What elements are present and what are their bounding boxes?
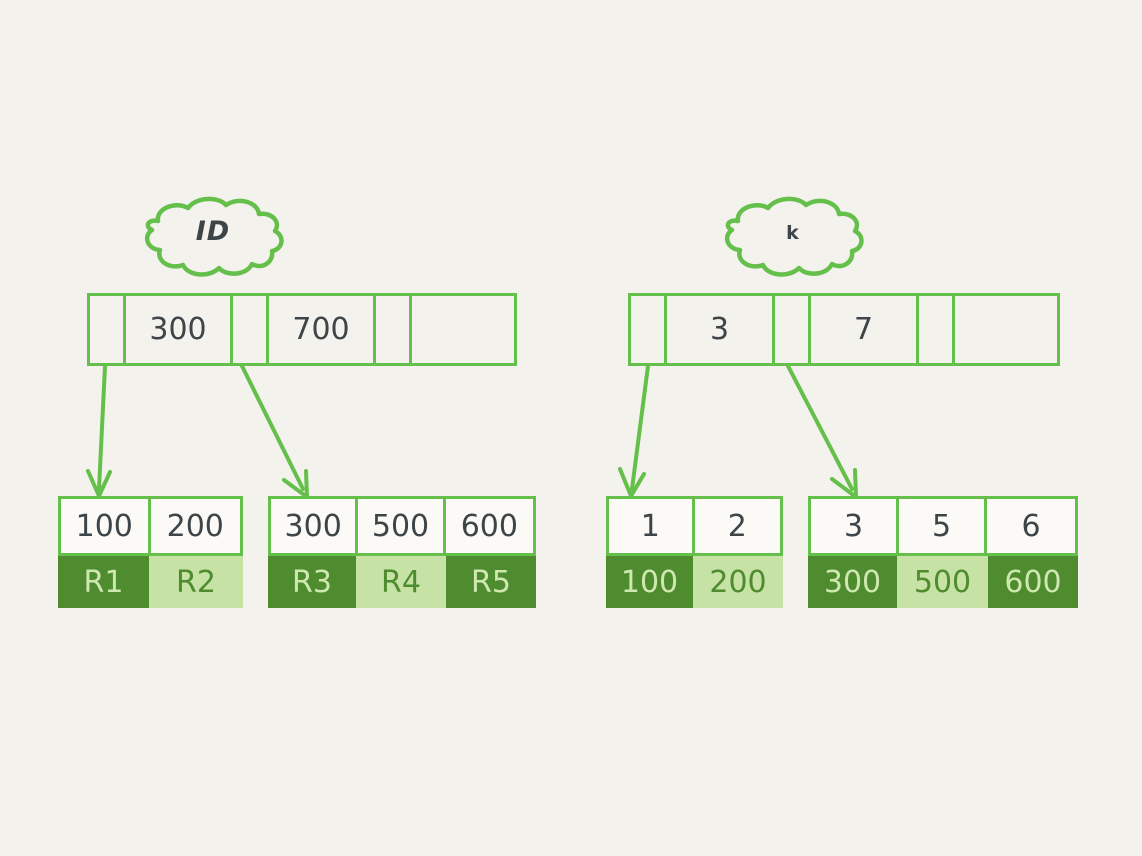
leaf-key-cell[interactable]: 500	[358, 499, 446, 553]
leaf-key-cell[interactable]: 100	[61, 499, 151, 553]
index-key-cell-300[interactable]: 300	[126, 296, 233, 363]
record-block[interactable]: R3	[268, 556, 356, 608]
index-pointer-cell-0[interactable]	[631, 296, 667, 363]
index-empty-cell[interactable]	[955, 296, 1057, 363]
record-block[interactable]: 300	[808, 556, 897, 608]
leaf-node-id-1[interactable]: 100 200 R1 R2	[58, 496, 243, 608]
leaf-key-cell[interactable]: 3	[811, 499, 900, 553]
index-node-k[interactable]: 3 7	[628, 293, 1060, 366]
record-block[interactable]: 600	[988, 556, 1078, 608]
leaf-key-cell[interactable]: 300	[271, 499, 359, 553]
leaf-record-row: 300 500 600	[808, 556, 1078, 608]
index-pointer-cell-2[interactable]	[919, 296, 955, 363]
leaf-key-cell[interactable]: 6	[1021, 508, 1041, 544]
leaf-key-cell[interactable]: 5	[899, 499, 988, 553]
record-block[interactable]: R5	[446, 556, 536, 608]
record-block[interactable]: R4	[356, 556, 446, 608]
index-key-cell-3[interactable]: 3	[667, 296, 775, 363]
leaf-key-row: 1 2	[606, 496, 783, 556]
arrow-id-node-to-leaf-2	[240, 364, 309, 499]
leaf-node-k-1[interactable]: 1 2 100 200	[606, 496, 783, 608]
leaf-record-row: 100 200	[606, 556, 783, 608]
index-empty-cell[interactable]	[412, 296, 514, 363]
index-key-cell-7[interactable]: 7	[811, 296, 919, 363]
leaf-key-cell[interactable]: 200	[166, 508, 224, 544]
leaf-record-row: R1 R2	[58, 556, 243, 608]
cloud-label-id: ID	[195, 216, 231, 247]
index-key-cell-700[interactable]: 700	[269, 296, 376, 363]
cloud-shape-id	[144, 196, 284, 277]
leaf-record-row: R3 R4 R5	[268, 556, 536, 608]
leaf-key-cell[interactable]: 1	[609, 499, 695, 553]
leaf-key-cell[interactable]: 2	[727, 508, 747, 544]
record-block[interactable]: 500	[897, 556, 988, 608]
leaf-node-id-2[interactable]: 300 500 600 R3 R4 R5	[268, 496, 536, 608]
arrow-id-node-to-leaf-1	[86, 364, 112, 498]
index-pointer-cell-2[interactable]	[376, 296, 412, 363]
cloud-shape-k	[724, 196, 864, 277]
leaf-key-row: 3 5 6	[808, 496, 1078, 556]
record-block[interactable]: 200	[693, 556, 783, 608]
leaf-node-k-2[interactable]: 3 5 6 300 500 600	[808, 496, 1078, 608]
index-pointer-cell-0[interactable]	[90, 296, 126, 363]
index-node-id[interactable]: 300 700	[87, 293, 517, 366]
leaf-key-row: 300 500 600	[268, 496, 536, 556]
record-block[interactable]: 100	[606, 556, 693, 608]
leaf-key-row: 100 200	[58, 496, 243, 556]
arrow-k-node-to-leaf-2	[786, 364, 858, 499]
record-block[interactable]: R1	[58, 556, 149, 608]
cloud-label-k: k	[786, 222, 800, 244]
arrow-k-node-to-leaf-1	[618, 364, 650, 498]
leaf-key-cell[interactable]: 600	[460, 508, 518, 544]
record-block[interactable]: R2	[149, 556, 243, 608]
index-pointer-cell-1[interactable]	[775, 296, 811, 363]
index-pointer-cell-1[interactable]	[233, 296, 269, 363]
